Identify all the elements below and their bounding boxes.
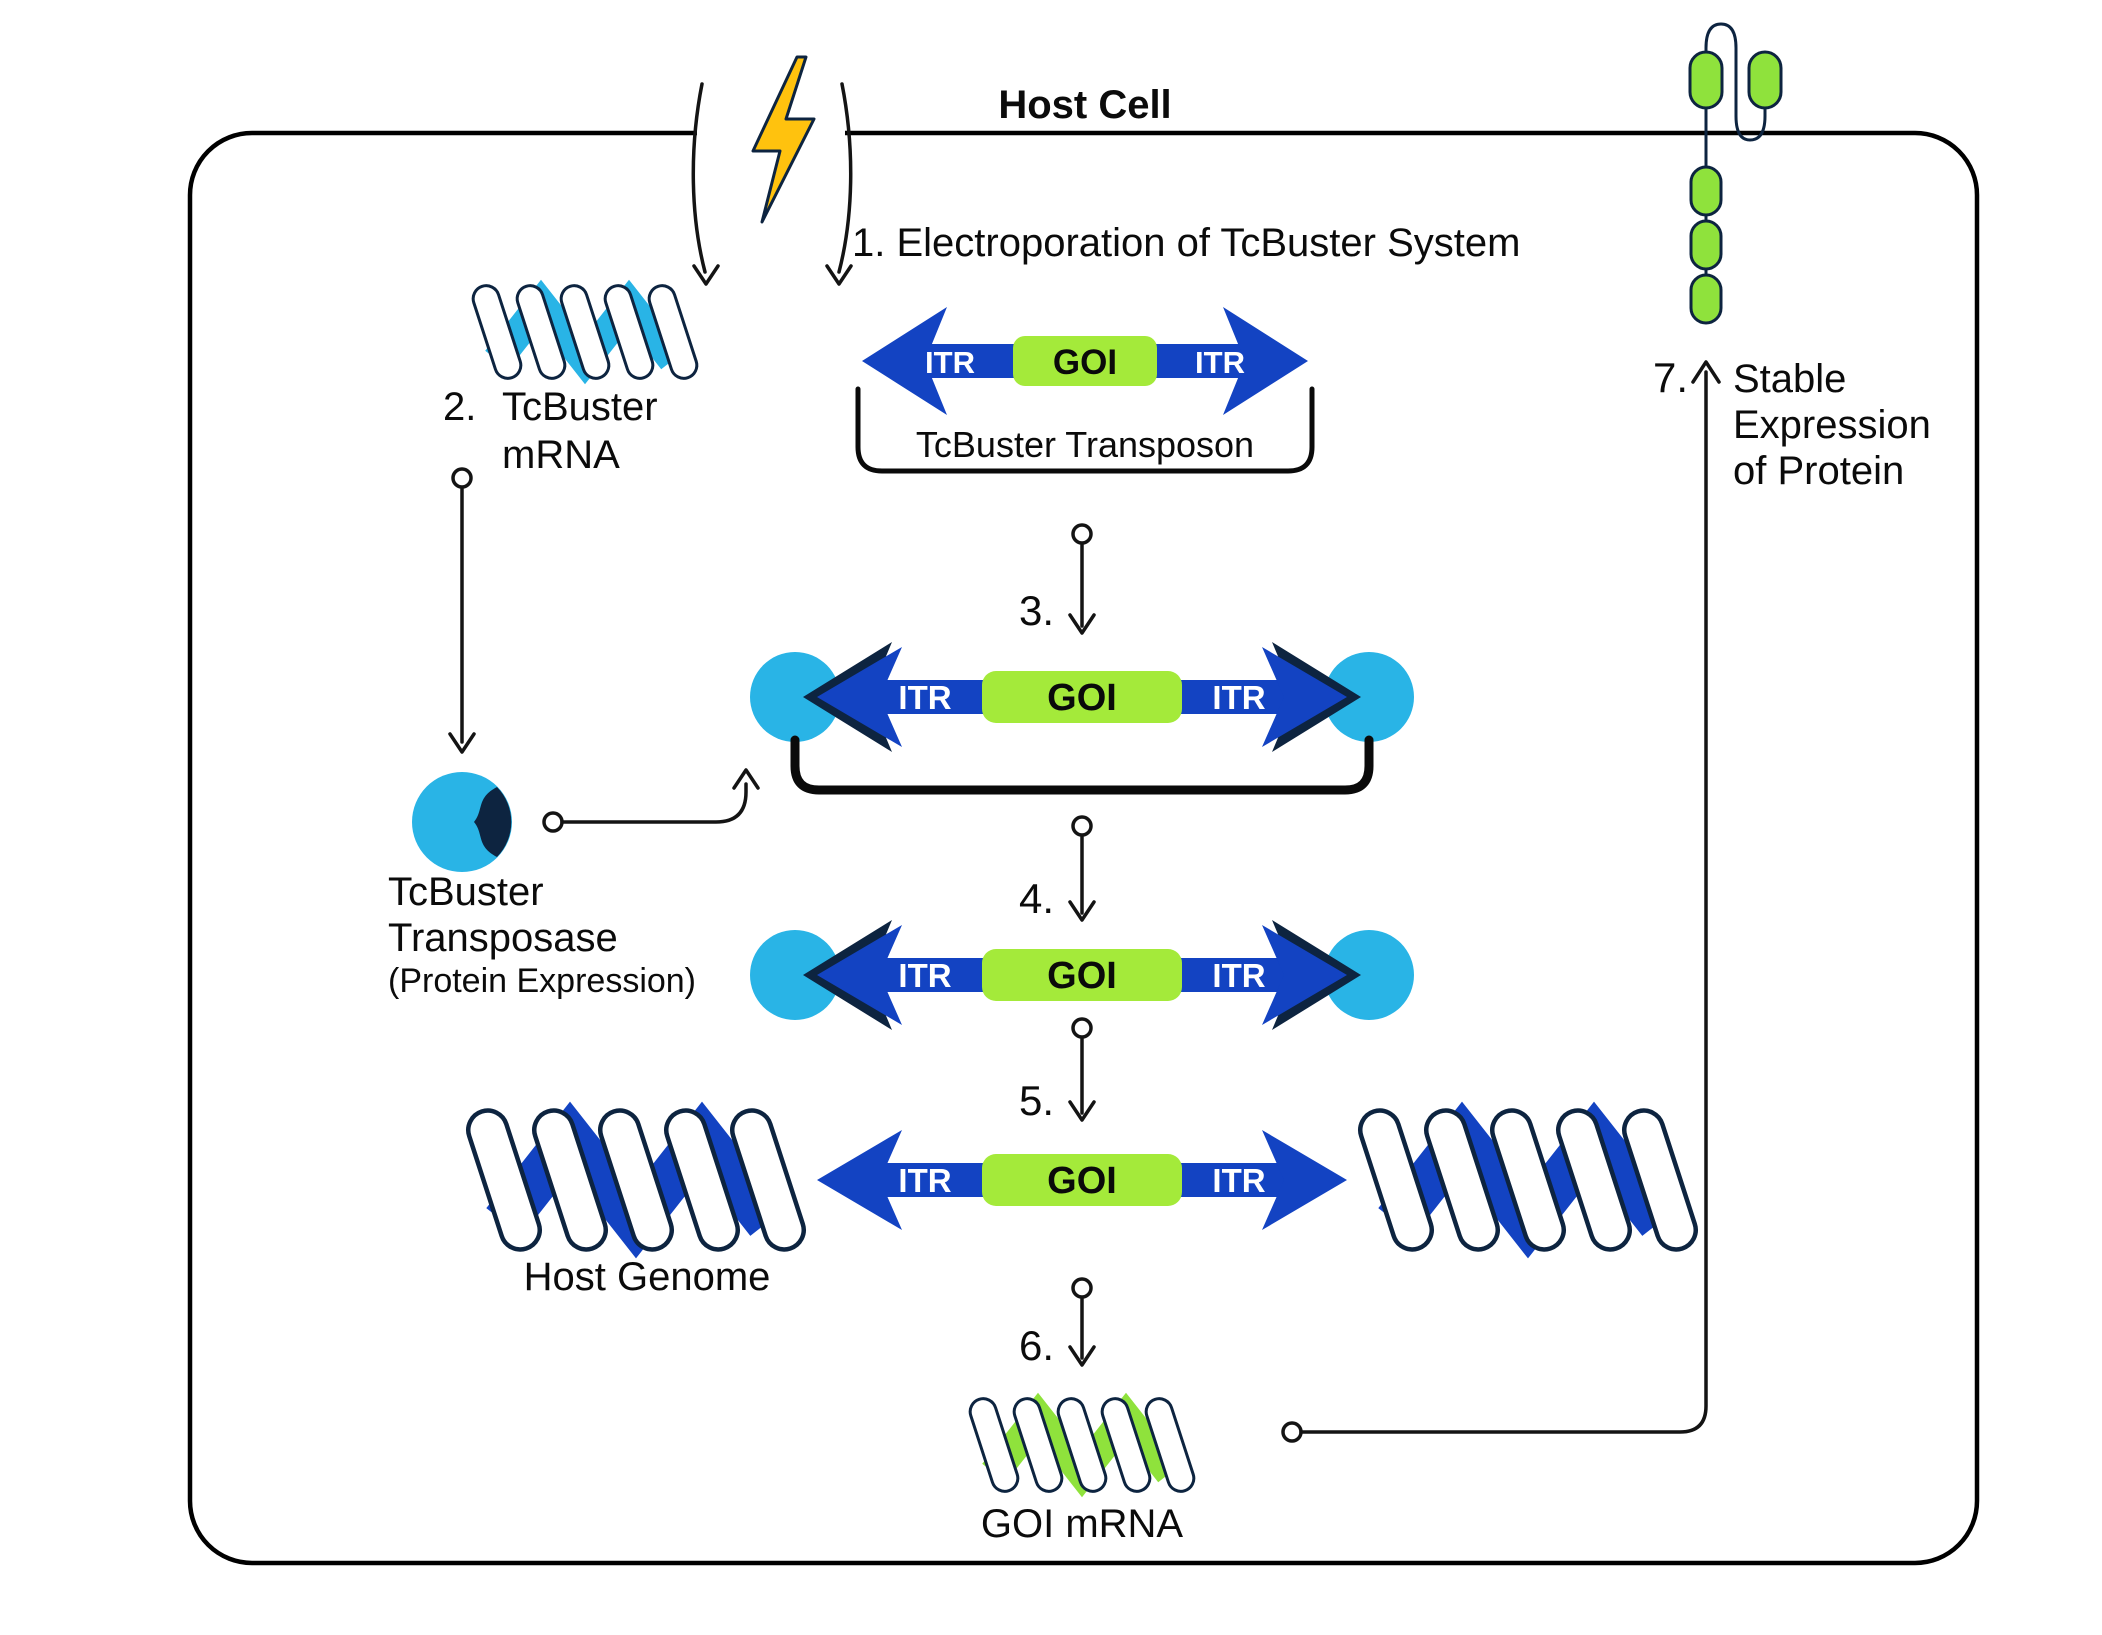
itr-label: ITR bbox=[1195, 345, 1245, 380]
itr-label: ITR bbox=[925, 345, 975, 380]
step7-label-line1: Stable bbox=[1733, 357, 1846, 401]
itr-label: ITR bbox=[898, 1162, 951, 1199]
step6-arrow bbox=[1068, 1277, 1096, 1367]
step6-number: 6. bbox=[1019, 1322, 1054, 1369]
host-genome-helix-icon bbox=[463, 1105, 809, 1254]
itr-label: ITR bbox=[1212, 679, 1265, 716]
excision-bracket bbox=[790, 735, 1374, 795]
transposon-bracket bbox=[855, 386, 1315, 474]
itr-label: ITR bbox=[898, 957, 951, 994]
step5-number: 5. bbox=[1019, 1077, 1054, 1124]
transposase-protein-icon bbox=[750, 652, 840, 742]
transposase-protein-icon bbox=[1324, 652, 1414, 742]
transposase-bound-transposon bbox=[750, 920, 1414, 1030]
step7-label-line3: of Protein bbox=[1733, 449, 1904, 493]
membrane-protein-receptor-icon bbox=[1688, 22, 1783, 325]
itr-label: ITR bbox=[1212, 957, 1265, 994]
transposase-protein-icon bbox=[412, 772, 512, 872]
goi-label: GOI bbox=[1047, 677, 1117, 719]
mrna-to-expression-connector bbox=[1281, 360, 1721, 1443]
host-genome-label: Host Genome bbox=[524, 1255, 771, 1299]
itr-label: ITR bbox=[1212, 1162, 1265, 1199]
itr-label: ITR bbox=[898, 679, 951, 716]
transposon-bracket-label: TcBuster Transposon bbox=[916, 424, 1254, 465]
transposase-label-line2: Transposase bbox=[388, 916, 618, 960]
step3-arrow bbox=[1068, 523, 1096, 635]
goi-label: GOI bbox=[1047, 955, 1117, 997]
step1-label: 1. Electroporation of TcBuster System bbox=[852, 221, 1520, 265]
goi-label: GOI bbox=[1047, 1160, 1117, 1202]
mrna-to-transposase-connector bbox=[448, 467, 476, 754]
transposase-to-construct-connector bbox=[542, 768, 760, 833]
step4-arrow bbox=[1068, 815, 1096, 922]
step3-number: 3. bbox=[1019, 587, 1054, 634]
tcbuster-mrna-helix-icon bbox=[470, 282, 700, 381]
host-genome-helix-icon bbox=[1355, 1105, 1701, 1254]
goi-mrna-helix-icon bbox=[967, 1395, 1197, 1494]
step2-number: 2. bbox=[443, 385, 476, 429]
electroporation-entry-arrows bbox=[691, 82, 853, 286]
goi-mrna-label: GOI mRNA bbox=[981, 1502, 1184, 1546]
step5-arrow bbox=[1068, 1017, 1096, 1122]
step7-number: 7. bbox=[1653, 354, 1688, 401]
page-title: Host Cell bbox=[998, 83, 1171, 127]
step2-label-line2: mRNA bbox=[502, 433, 620, 477]
electroporation-lightning-icon bbox=[751, 55, 816, 224]
step7-label-line2: Expression bbox=[1733, 403, 1931, 447]
transposase-label-line1: TcBuster bbox=[388, 870, 544, 914]
transposase-label-line3: (Protein Expression) bbox=[388, 962, 696, 1000]
tcbuster-transposon-construct bbox=[862, 307, 1308, 415]
goi-label: GOI bbox=[1053, 343, 1117, 382]
step2-label-line1: TcBuster bbox=[502, 385, 658, 429]
step4-number: 4. bbox=[1019, 875, 1054, 922]
transposase-bound-transposon bbox=[750, 642, 1414, 752]
